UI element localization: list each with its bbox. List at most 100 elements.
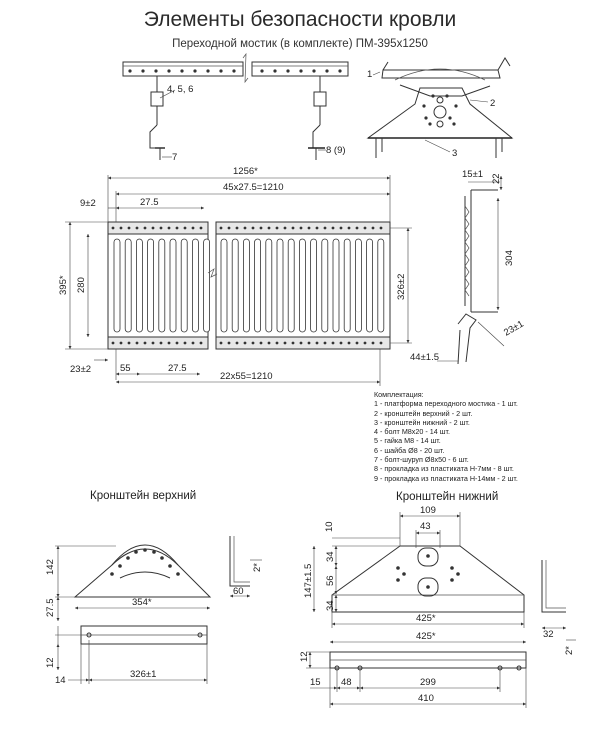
flange-hole	[291, 341, 295, 345]
rail-hole	[299, 69, 303, 73]
flange-hole	[347, 226, 351, 230]
flange-hole	[151, 341, 155, 345]
rail-hole	[325, 69, 329, 73]
platform-slot	[377, 238, 385, 333]
flange-hole	[219, 341, 223, 345]
platform-slot	[276, 238, 284, 333]
platform-slot	[242, 238, 250, 333]
flange-hole	[119, 226, 123, 230]
ub-hole	[168, 564, 172, 568]
kit-heading: Комплектация:	[374, 390, 424, 399]
flange-hole	[227, 341, 231, 345]
lb-dim-56: 56	[325, 575, 336, 586]
platform-slot	[298, 238, 306, 333]
flange-hole	[323, 341, 327, 345]
flange-hole	[191, 341, 195, 345]
flange-hole	[183, 226, 187, 230]
platform-slot	[124, 238, 132, 333]
lb-dim-425-a: 425*	[416, 613, 436, 624]
platform-slot	[203, 238, 211, 333]
kit-item: 2 - кронштейн верхний - 2 шт.	[374, 408, 473, 418]
rail-hole	[154, 69, 158, 73]
flange-hole	[323, 226, 327, 230]
lb-hole	[450, 566, 454, 570]
bridge-section-view: 15±1 22 304 23±1 44±1.5	[410, 169, 526, 365]
ub-dim-27-5: 27.5	[45, 599, 56, 618]
flange-hole	[339, 226, 343, 230]
dim-326: 326±2	[396, 274, 407, 300]
platform-slot	[158, 238, 166, 333]
flange-hole	[243, 341, 247, 345]
flange-hole	[307, 341, 311, 345]
lb-hole	[396, 566, 400, 570]
flange-hole	[299, 341, 303, 345]
dim-45x27: 45x27.5=1210	[223, 182, 284, 193]
dim-23-1: 23±1	[502, 319, 526, 339]
kit-item: 3 - кронштейн нижний - 2 шт.	[374, 417, 470, 427]
flange-hole	[227, 226, 231, 230]
kit-item: 9 - прокладка из пластиката Н-14мм - 2 ш…	[374, 473, 518, 483]
ub-hole	[152, 550, 156, 554]
flange-hole	[167, 226, 171, 230]
lb-hole	[396, 578, 400, 582]
flange-hole	[199, 226, 203, 230]
bracket-hole	[445, 94, 449, 98]
rail-left	[122, 61, 244, 77]
lb-dim-15: 15	[310, 677, 321, 688]
flange-hole	[167, 341, 171, 345]
platform-slot	[265, 238, 273, 333]
flange-hole	[347, 341, 351, 345]
flange-hole	[143, 341, 147, 345]
flange-hole	[251, 341, 255, 345]
kit-item: 5 - гайка М8 - 14 шт.	[374, 436, 441, 446]
lb-dim-34-a: 34	[325, 551, 336, 562]
flange-hole	[267, 341, 271, 345]
lb-dim-2: 2*	[564, 646, 575, 655]
platform-slot	[180, 238, 188, 333]
dim-22: 22	[491, 173, 502, 184]
kit-item: 7 - болт-шуруп Ø8х50 - 6 шт.	[374, 455, 469, 465]
ub-dim-326: 326±1	[130, 669, 156, 680]
flange-hole	[339, 341, 343, 345]
platform-slot	[135, 238, 143, 333]
dim-44: 44±1.5	[410, 352, 439, 363]
bridge-end-view: 1 2 3	[366, 57, 514, 159]
callout-1: 1	[367, 69, 372, 80]
ub-dim-2: 2*	[252, 563, 263, 572]
flange-hole	[371, 341, 375, 345]
rail-hole	[167, 69, 171, 73]
bracket-hole	[422, 104, 426, 108]
kit-item: 6 - шайба Ø8 - 20 шт.	[374, 445, 445, 455]
bracket-hole	[428, 122, 432, 126]
platform-slot	[220, 238, 228, 333]
ub-hole	[134, 550, 138, 554]
flange-hole	[283, 226, 287, 230]
dim-1256: 1256*	[233, 166, 258, 177]
flange-hole	[143, 226, 147, 230]
platform-slot	[287, 238, 295, 333]
flange-hole	[259, 226, 263, 230]
platform-slot	[366, 238, 374, 333]
flange-hole	[363, 226, 367, 230]
platform-slot	[332, 238, 340, 333]
bridge-plan-view: 1256* 45x27.5=1210 9±2 27.5 395* 280 326…	[58, 166, 412, 386]
flange-hole	[151, 226, 155, 230]
bridge-side-view: 4, 5, 6 7 8 (9)	[122, 52, 349, 163]
flange-hole	[111, 341, 115, 345]
page-subtitle: Переходной мостик (в комплекте) ПМ-395х1…	[172, 38, 428, 50]
flange-hole	[119, 341, 123, 345]
rail-hole	[219, 69, 223, 73]
callout-7: 7	[172, 152, 177, 163]
flange-hole	[135, 341, 139, 345]
flange-hole	[275, 341, 279, 345]
page-title: Элементы безопасности кровли	[143, 8, 457, 31]
lb-dim-12: 12	[299, 651, 310, 662]
upper-bracket-label: Кронштейн верхний	[90, 490, 197, 502]
flange-hole	[259, 341, 263, 345]
lb-dim-410: 410	[418, 693, 434, 704]
lb-dim-109: 109	[420, 505, 436, 516]
rail-hole	[232, 69, 236, 73]
rail-right	[251, 61, 349, 77]
ub-hole	[160, 556, 164, 560]
kit-list: Комплектация: 1 - платформа переходного …	[374, 390, 518, 483]
